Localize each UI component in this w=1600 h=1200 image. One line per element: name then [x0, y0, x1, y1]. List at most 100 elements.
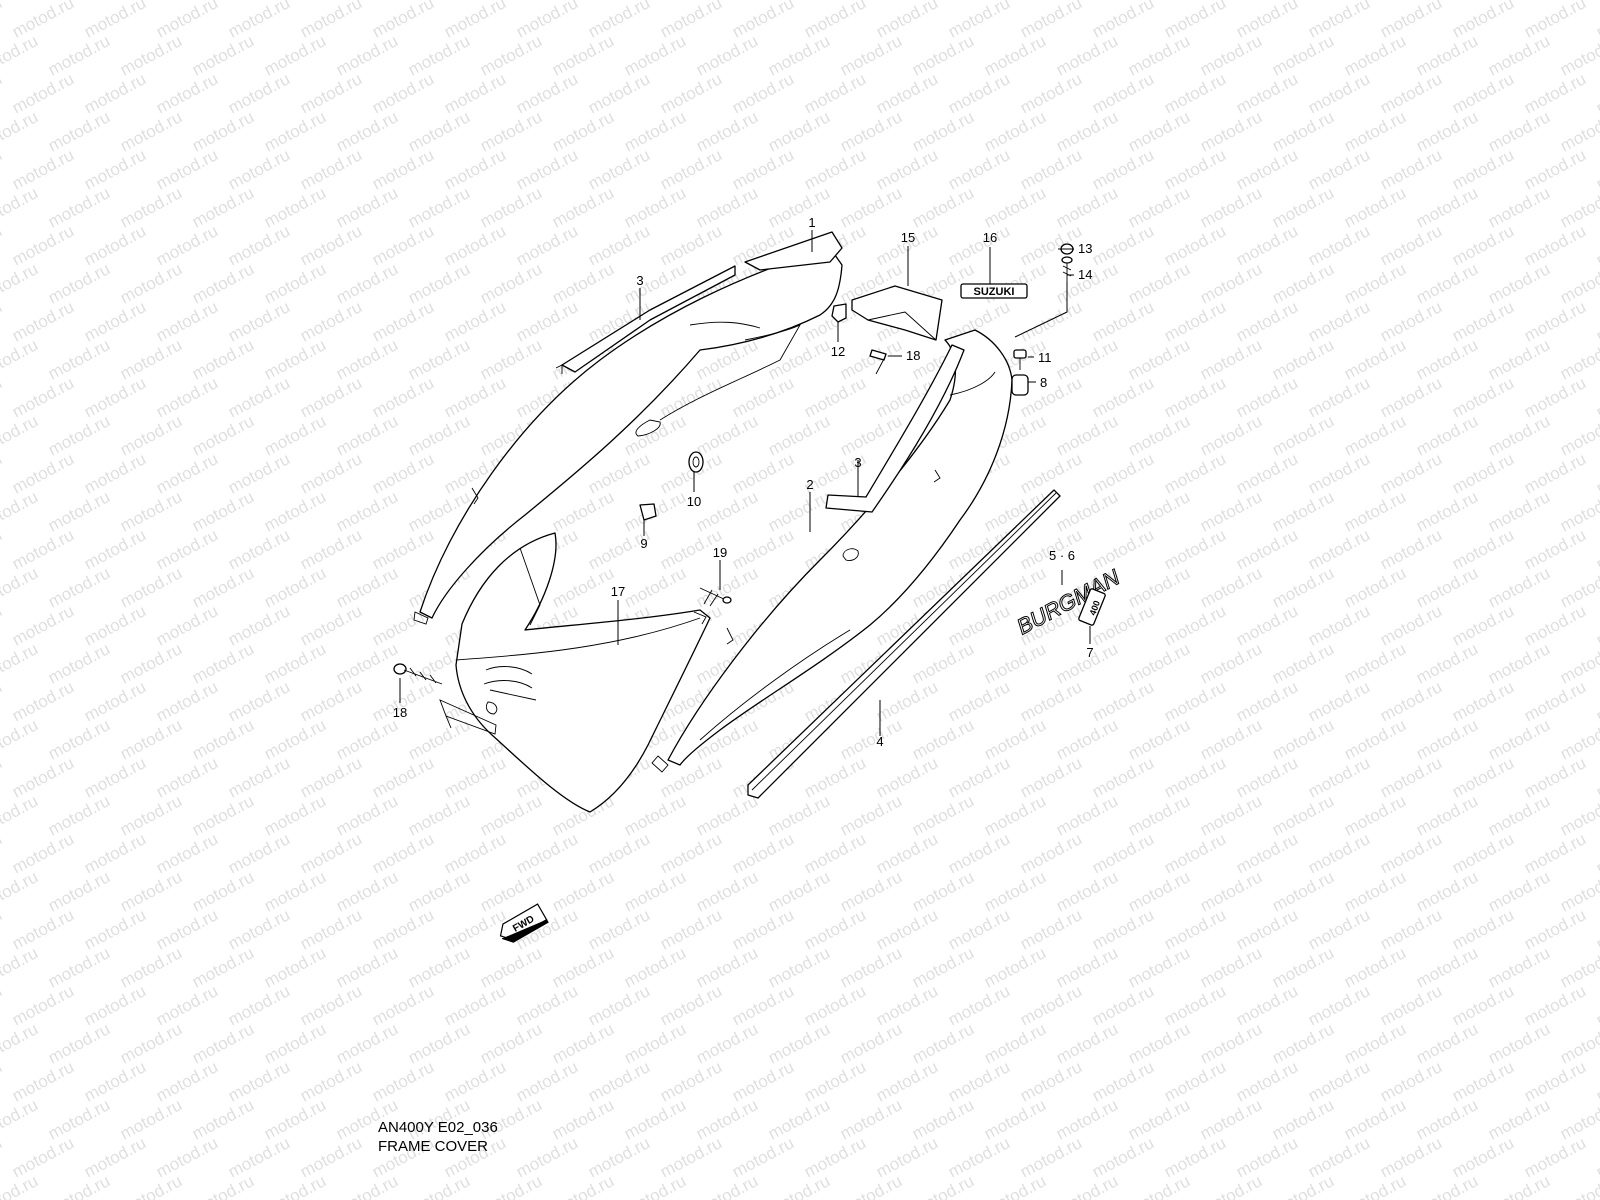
- watermark-text: motod.ru: [945, 145, 1013, 193]
- watermark-text: motod.ru: [261, 791, 329, 839]
- watermark-text: motod.ru: [1377, 297, 1445, 345]
- watermark-text: motod.ru: [1233, 69, 1301, 117]
- watermark-text: motod.ru: [333, 31, 401, 79]
- watermark-text: motod.ru: [1341, 563, 1409, 611]
- watermark-text: motod.ru: [1233, 905, 1301, 953]
- part-10-grommet: [688, 451, 704, 473]
- watermark-text: motod.ru: [945, 69, 1013, 117]
- watermark-text: motod.ru: [1413, 639, 1481, 687]
- watermark-text: motod.ru: [45, 335, 113, 383]
- watermark-text: motod.ru: [1269, 639, 1337, 687]
- watermark-text: motod.ru: [1449, 601, 1517, 649]
- watermark-text: motod.ru: [801, 373, 869, 421]
- watermark-text: motod.ru: [1053, 791, 1121, 839]
- watermark-text: motod.ru: [1305, 829, 1373, 877]
- watermark-text: motod.ru: [1089, 677, 1157, 725]
- watermark-text: motod.ru: [585, 69, 653, 117]
- callout-4: 4: [876, 734, 883, 749]
- watermark-text: motod.ru: [0, 829, 5, 877]
- watermark-text: motod.ru: [1197, 183, 1265, 231]
- watermark-text: motod.ru: [1053, 943, 1121, 991]
- watermark-text: motod.ru: [729, 1133, 797, 1181]
- watermark-text: motod.ru: [1521, 1133, 1589, 1181]
- watermark-text: motod.ru: [1125, 943, 1193, 991]
- watermark-text: motod.ru: [117, 867, 185, 915]
- callout-11: 11: [1038, 350, 1052, 365]
- watermark-text: motod.ru: [1017, 0, 1085, 42]
- watermark-text: motod.ru: [0, 867, 41, 915]
- watermark-text: motod.ru: [837, 1019, 905, 1067]
- watermark-text: motod.ru: [1161, 829, 1229, 877]
- watermark-text: motod.ru: [1341, 791, 1409, 839]
- watermark-text: motod.ru: [513, 0, 581, 42]
- watermark-text: motod.ru: [1485, 563, 1553, 611]
- watermark-text: motod.ru: [549, 943, 617, 991]
- watermark-text: motod.ru: [1485, 1095, 1553, 1143]
- watermark-text: motod.ru: [549, 1171, 617, 1200]
- watermark-text: motod.ru: [1269, 943, 1337, 991]
- watermark-text: motod.ru: [549, 259, 617, 307]
- watermark-text: motod.ru: [1125, 791, 1193, 839]
- watermark-text: motod.ru: [1521, 677, 1589, 725]
- watermark-text: motod.ru: [405, 31, 473, 79]
- watermark-text: motod.ru: [333, 1171, 401, 1200]
- watermark-text: motod.ru: [1413, 335, 1481, 383]
- watermark-text: motod.ru: [405, 107, 473, 155]
- watermark-text: motod.ru: [765, 1095, 833, 1143]
- watermark-text: motod.ru: [585, 145, 653, 193]
- watermark-text: motod.ru: [1593, 0, 1600, 42]
- watermark-text: motod.ru: [0, 411, 41, 459]
- watermark-text: motod.ru: [1485, 31, 1553, 79]
- watermark-text: motod.ru: [477, 791, 545, 839]
- watermark-text: motod.ru: [1233, 677, 1301, 725]
- watermark-text: motod.ru: [225, 221, 293, 269]
- watermark-text: motod.ru: [981, 1171, 1049, 1200]
- watermark-text: motod.ru: [1449, 677, 1517, 725]
- part-17-inner-cover: [439, 532, 711, 813]
- watermark-text: motod.ru: [9, 145, 77, 193]
- watermark-text: motod.ru: [1341, 335, 1409, 383]
- watermark-text: motod.ru: [297, 829, 365, 877]
- watermark-text: motod.ru: [693, 411, 761, 459]
- watermark-text: motod.ru: [981, 867, 1049, 915]
- watermark-text: motod.ru: [117, 411, 185, 459]
- callout-3-left: 3: [636, 273, 643, 288]
- callout-19: 19: [713, 545, 727, 560]
- watermark-text: motod.ru: [1197, 335, 1265, 383]
- watermark-text: motod.ru: [513, 981, 581, 1029]
- watermark-text: motod.ru: [801, 981, 869, 1029]
- watermark-text: motod.ru: [1305, 905, 1373, 953]
- watermark-text: motod.ru: [1017, 677, 1085, 725]
- watermark-text: motod.ru: [1485, 335, 1553, 383]
- watermark-text: motod.ru: [1341, 1095, 1409, 1143]
- watermark-text: motod.ru: [873, 145, 941, 193]
- watermark-text: motod.ru: [981, 715, 1049, 763]
- watermark-text: motod.ru: [1197, 1095, 1265, 1143]
- watermark-text: motod.ru: [1449, 1057, 1517, 1105]
- watermark-text: motod.ru: [1269, 183, 1337, 231]
- watermark-text: motod.ru: [297, 69, 365, 117]
- watermark-text: motod.ru: [369, 145, 437, 193]
- watermark-text: motod.ru: [1593, 677, 1600, 725]
- watermark-text: motod.ru: [81, 145, 149, 193]
- watermark-text: motod.ru: [0, 601, 5, 649]
- watermark-text: motod.ru: [333, 411, 401, 459]
- watermark-text: motod.ru: [1269, 335, 1337, 383]
- watermark-text: motod.ru: [1125, 639, 1193, 687]
- watermark-text: motod.ru: [765, 335, 833, 383]
- watermark-text: motod.ru: [81, 1133, 149, 1181]
- watermark-text: motod.ru: [1197, 943, 1265, 991]
- watermark-text: motod.ru: [621, 867, 689, 915]
- watermark-text: motod.ru: [1197, 1171, 1265, 1200]
- watermark-text: motod.ru: [297, 525, 365, 573]
- watermark-text: motod.ru: [1377, 0, 1445, 42]
- part-18-screw-lower: [393, 663, 443, 685]
- watermark-text: motod.ru: [801, 753, 869, 801]
- watermark-text: motod.ru: [189, 259, 257, 307]
- watermark-text: motod.ru: [1377, 905, 1445, 953]
- watermark-text: motod.ru: [1125, 1171, 1193, 1200]
- watermark-text: motod.ru: [1269, 411, 1337, 459]
- watermark-text: motod.ru: [1017, 69, 1085, 117]
- watermark-text: motod.ru: [837, 943, 905, 991]
- callout-5-6: 5 · 6: [1049, 548, 1075, 563]
